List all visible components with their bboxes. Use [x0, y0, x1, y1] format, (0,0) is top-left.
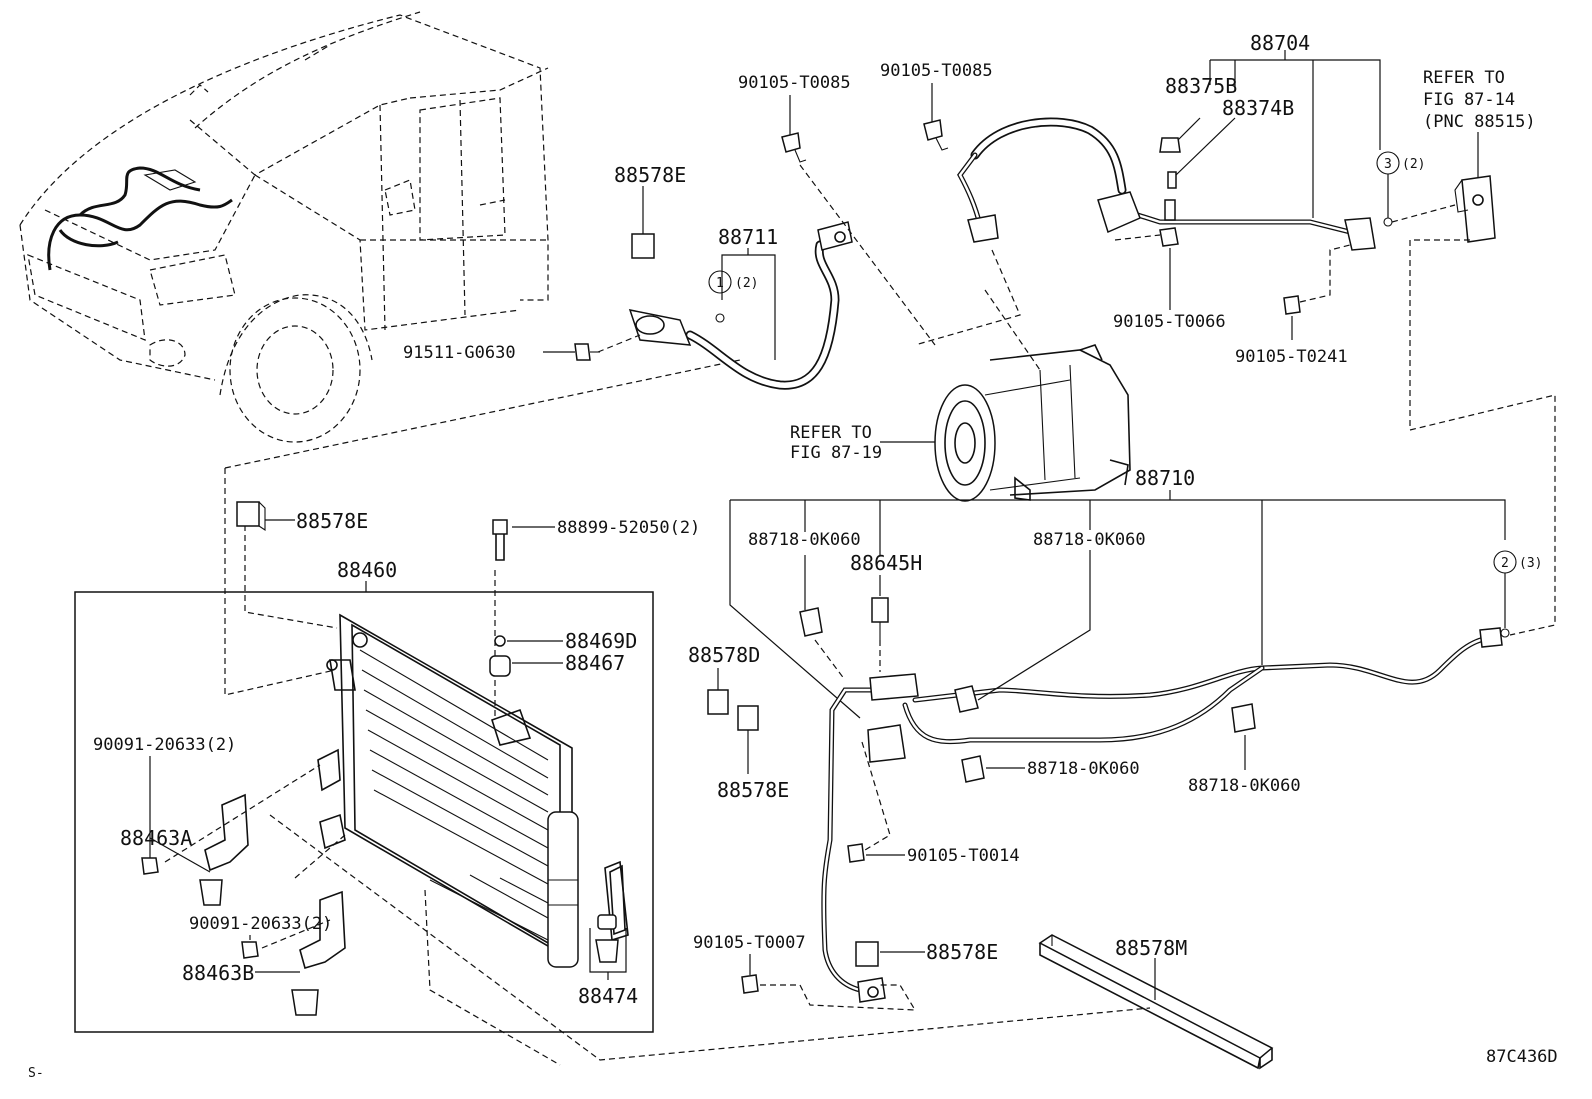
- compressor: [934, 344, 1131, 502]
- clamp-88718-b: [954, 685, 979, 713]
- hose-88704: [957, 117, 1376, 251]
- label-88704: 88704: [1250, 31, 1310, 55]
- bolt-88899-52050: [492, 519, 508, 561]
- diagram-code: 87C436D: [1486, 1047, 1558, 1067]
- clamp-88718-d: [1231, 703, 1256, 733]
- o-ring-2: [1500, 628, 1510, 638]
- label-88469D: 88469D: [565, 629, 637, 653]
- refer-87-14-line2: FIG 87-14: [1423, 90, 1515, 110]
- label-88467: 88467: [565, 651, 625, 675]
- label-88645H: 88645H: [850, 551, 922, 575]
- label-88460: 88460: [337, 558, 397, 582]
- refer-87-19-line2: FIG 87-19: [790, 443, 882, 463]
- label-88578D: 88578D: [688, 643, 760, 667]
- callout-2-qty: (3): [1519, 556, 1542, 571]
- corner-mark: S-: [28, 1066, 44, 1081]
- label-88474: 88474: [578, 984, 638, 1008]
- valve-core-88374B: [1167, 171, 1177, 189]
- refer-87-14-line1: REFER TO: [1423, 68, 1505, 88]
- label-88710: 88710: [1135, 466, 1195, 490]
- pad-88578E-mid: [737, 705, 759, 731]
- callout-3-num: 3: [1384, 157, 1392, 172]
- label-88463B: 88463B: [182, 961, 254, 985]
- grommet-88463A: [199, 879, 223, 906]
- bracket-88463A: [204, 793, 249, 872]
- label-88711: 88711: [718, 225, 778, 249]
- label-90105-T0241: 90105-T0241: [1235, 347, 1348, 367]
- part-88578E-left: [236, 501, 266, 532]
- label-90105-T0007: 90105-T0007: [693, 933, 806, 953]
- bracket-88463B: [299, 890, 346, 970]
- bolt-90105-T0085-a: [781, 132, 801, 153]
- clamp-88718-a: [799, 607, 823, 637]
- cap-88375B: [1159, 137, 1181, 153]
- label-88718-a: 88718-0K060: [748, 530, 861, 550]
- label-91511-G0630: 91511-G0630: [403, 343, 516, 363]
- condenser-group-frame: [74, 591, 654, 1033]
- part-88474: [595, 914, 619, 963]
- label-90091-b: 90091-20633(2): [189, 914, 332, 934]
- callout-1-qty: (2): [735, 276, 758, 291]
- label-88375B: 88375B: [1165, 74, 1237, 98]
- label-90091-a: 90091-20633(2): [93, 735, 236, 755]
- part-88467: [489, 655, 511, 677]
- service-valve: [1164, 199, 1176, 221]
- pad-88578E-bot: [855, 941, 879, 967]
- strip-88578M: [1038, 934, 1274, 1070]
- bolt-90105-T0241: [1283, 295, 1301, 315]
- part-88578E-top: [631, 233, 655, 259]
- refer-87-19-line1: REFER TO: [790, 423, 872, 443]
- label-88578E-bot: 88578E: [926, 940, 998, 964]
- refer-87-14-line3: (PNC 88515): [1423, 112, 1536, 132]
- label-88578E-left: 88578E: [296, 509, 368, 533]
- o-ring-3: [1383, 217, 1393, 227]
- bolt-90105-T0007: [741, 974, 759, 994]
- pipe-88710: [821, 627, 1503, 1003]
- bolt-90091-a: [141, 857, 159, 875]
- label-90105-T0014: 90105-T0014: [907, 846, 1020, 866]
- hose-88711: [628, 221, 853, 390]
- bolt-91511-G0630: [574, 343, 591, 361]
- label-88578E-top: 88578E: [614, 163, 686, 187]
- grommet-88463B: [291, 989, 319, 1016]
- label-90105-T0066: 90105-T0066: [1113, 312, 1226, 332]
- callout-1: [708, 270, 732, 294]
- label-88374B: 88374B: [1222, 96, 1294, 120]
- o-ring-1: [715, 313, 725, 323]
- label-88578M: 88578M: [1115, 936, 1187, 960]
- pressure-switch-88645H: [871, 597, 889, 623]
- callout-3-qty: (2): [1402, 157, 1425, 172]
- pad-88578D: [707, 689, 729, 715]
- bolt-90091-b: [241, 941, 259, 959]
- expansion-valve: [1454, 175, 1496, 243]
- label-88578E-mid: 88578E: [717, 778, 789, 802]
- callout-2-num: 2: [1501, 556, 1509, 571]
- label-90105-T0085-a: 90105-T0085: [738, 73, 851, 93]
- callout-1-num: 1: [716, 276, 724, 291]
- label-88463A: 88463A: [120, 826, 192, 850]
- label-88718-c: 88718-0K060: [1027, 759, 1140, 779]
- clamp-88718-c: [961, 755, 985, 783]
- bolt-90105-T0066: [1159, 227, 1179, 247]
- label-90105-T0085-b: 90105-T0085: [880, 61, 993, 81]
- label-88718-d: 88718-0K060: [1188, 776, 1301, 796]
- part-88469D: [494, 635, 506, 647]
- bolt-90105-T0085-b: [923, 119, 943, 141]
- condenser: [317, 613, 629, 968]
- label-88718-b: 88718-0K060: [1033, 530, 1146, 550]
- label-88899-52050: 88899-52050(2): [557, 518, 700, 538]
- bolt-90105-T0014: [847, 843, 865, 863]
- vehicle-illustration: [19, 11, 549, 443]
